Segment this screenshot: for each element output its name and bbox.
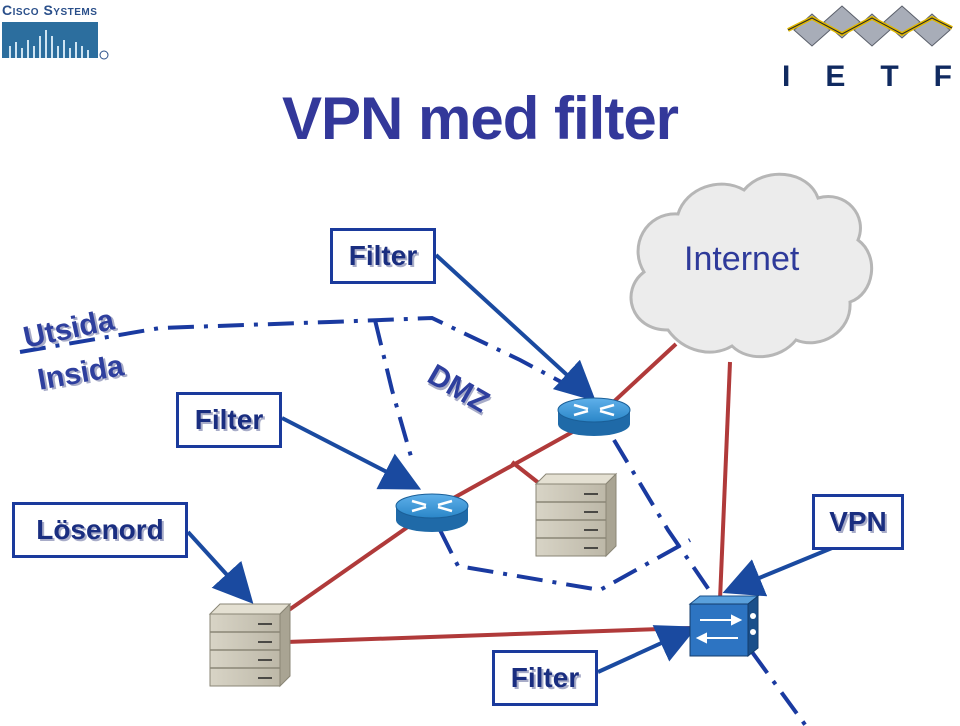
boundary-dmz-right [612, 438, 718, 602]
filter-label-left: Filter [176, 392, 282, 448]
ietf-letter: F [933, 60, 954, 93]
cloud-icon [629, 172, 874, 359]
zone-boundaries [19, 315, 808, 726]
internet-label: Internet [684, 240, 800, 278]
link-internet-vpn [718, 361, 732, 601]
cisco-logo-text: Cisco Systems [2, 2, 98, 18]
arrow-filter-left [281, 416, 422, 490]
internet-cloud [629, 172, 874, 359]
filter-label-bottom: Filter [492, 650, 598, 706]
arrow-password [186, 530, 254, 604]
arrow-filter-top [434, 253, 596, 402]
page-title: VPN med filter [281, 85, 679, 152]
server-dmz [534, 472, 618, 558]
vpn-gateway [688, 594, 760, 658]
network-links [284, 342, 732, 644]
router-inside [395, 493, 469, 532]
arrow-filter-bottom [597, 625, 698, 674]
link-router-dmz-server-dmz [510, 460, 542, 486]
router-dmz [557, 397, 631, 436]
ietf-letters: I E T F [782, 60, 954, 94]
ietf-letter: T [880, 60, 901, 93]
server-icon [534, 472, 618, 558]
ietf-logo [780, 0, 955, 95]
boundary-outside-inside [19, 315, 581, 394]
link-server-inside-vpn [285, 626, 691, 644]
arrow-vpn [722, 546, 833, 597]
filter-label-top: Filter [330, 228, 436, 284]
cisco-logo: Cisco Systems [0, 0, 110, 62]
boundary-dmz-left [373, 319, 414, 461]
ietf-letter: E [825, 60, 848, 93]
vpn-concentrator-icon [688, 594, 760, 658]
server-inside [208, 602, 292, 688]
callout-arrows [186, 253, 833, 674]
ietf-letter: I [782, 60, 793, 93]
vpn-label: VPN [812, 494, 904, 550]
password-label: Lösenord [12, 502, 188, 558]
server-icon [208, 602, 292, 688]
boundary-vpn-tail [750, 650, 808, 726]
boundary-dmz-bottom [438, 529, 691, 593]
